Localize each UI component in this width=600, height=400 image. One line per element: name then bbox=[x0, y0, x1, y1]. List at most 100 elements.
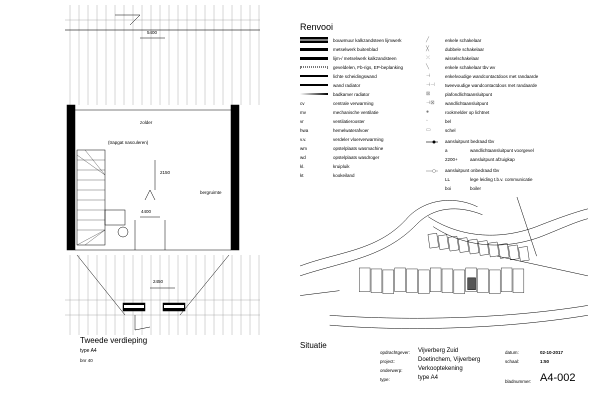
bladnummer-label: bladnummer: bbox=[505, 379, 532, 384]
legend-onbedraad-text: boiler bbox=[470, 186, 482, 191]
legend-text: enkele schakelaar bbox=[445, 38, 482, 43]
project-value: Doetinchem, Vijverberg bbox=[418, 357, 481, 363]
legend-text: kruipluik bbox=[333, 164, 350, 169]
legend-swatch bbox=[300, 66, 328, 68]
house-block bbox=[437, 234, 449, 250]
legend-item: vr ventilatierooster bbox=[300, 118, 365, 125]
onderwerp-value: Verkooptekening bbox=[418, 366, 463, 372]
legend-title: Renvooi bbox=[300, 22, 334, 32]
house-block bbox=[477, 268, 489, 293]
legend-text: metselwerk buitenblad bbox=[333, 47, 378, 52]
legend-item: ⤫wisselschakelaar bbox=[424, 55, 479, 62]
legend-text: geveldelen, Fb-rigs, EP-beplanking bbox=[333, 65, 404, 70]
onderwerp-label: onderwerp: bbox=[380, 368, 403, 373]
legend-text: badkamer radiator bbox=[333, 92, 370, 97]
house-block bbox=[467, 238, 480, 255]
legend-code: cv bbox=[300, 101, 305, 106]
legend-text: kookeiland bbox=[333, 173, 355, 178]
house-block bbox=[500, 267, 513, 292]
electrical-symbol-icon: ╳ bbox=[426, 46, 430, 52]
situation-map bbox=[299, 197, 588, 329]
legend-text: plafondlichtaansluitpunt bbox=[445, 92, 493, 97]
legend-code: mv bbox=[300, 110, 306, 115]
legend-text: wandlichtaansluitpunt bbox=[445, 101, 489, 106]
legend-onbedraad-title: aansluitpunt onbedraad tbv bbox=[445, 168, 500, 173]
house-block bbox=[478, 240, 490, 256]
legend-swatch bbox=[300, 75, 328, 77]
legend-code: v.v. bbox=[300, 137, 307, 142]
electrical-symbol-icon: ⊣⊣ bbox=[426, 82, 435, 88]
schaal-value: 1:50 bbox=[540, 359, 550, 364]
bladnummer-value: A4-002 bbox=[540, 372, 576, 384]
legend-item: kt kookeiland bbox=[300, 172, 355, 179]
legend-swatch bbox=[300, 37, 328, 43]
legend-text: lichte scheidingswand bbox=[333, 74, 377, 79]
legend-item: ╳ dubbele schakelaar bbox=[424, 46, 484, 53]
legend-text: verdeler vloerverwarming bbox=[333, 137, 384, 142]
legend-item: ●rookmelder op lichtnet bbox=[424, 109, 489, 116]
legend-item: lijm-/ metselwerk kalkzandsteen bbox=[300, 55, 397, 62]
house-block bbox=[418, 269, 430, 294]
legend-onbedraad-code: boi bbox=[445, 186, 452, 191]
opdrachtgever-label: opdrachtgever: bbox=[380, 350, 411, 355]
legend-code: kt bbox=[300, 173, 304, 178]
schaal-label: schaal: bbox=[505, 359, 520, 364]
datum-value: 02-10-2017 bbox=[540, 350, 564, 355]
legend-text: tweevoudige wandcontactdoos met randaard… bbox=[445, 83, 538, 88]
legend-bedraad-title: aansluitpunt bedraad tbv bbox=[445, 139, 495, 144]
legend-text: lijm-/ metselwerk kalkzandsteen bbox=[333, 56, 397, 61]
legend-onbedraad-code: LL bbox=[445, 177, 451, 182]
legend-item: ◦bel bbox=[424, 118, 451, 125]
room-side-label: bergruimte bbox=[200, 190, 222, 195]
connection-point-icon bbox=[426, 140, 438, 173]
legend-code: vr bbox=[300, 119, 304, 124]
house-block bbox=[382, 269, 394, 294]
legend-bedraad-code: a bbox=[445, 148, 448, 153]
legend-code: hwa bbox=[300, 128, 309, 133]
legend-item: wand radiator bbox=[300, 82, 360, 89]
house-block bbox=[394, 267, 406, 292]
legend-text: schel bbox=[445, 128, 456, 133]
legend-text: bouwmuur kalkzandsteen lijmwerk bbox=[333, 38, 402, 43]
legend-text: dubbele schakelaar bbox=[445, 47, 485, 52]
opdrachtgever-value: Vijverberg Zuid bbox=[418, 348, 459, 354]
legend-item: geveldelen, Fb-rigs, EP-beplanking bbox=[300, 64, 403, 71]
house-block bbox=[508, 244, 520, 261]
legend-text: enkele schakelaar tbv wv bbox=[445, 65, 496, 70]
floorplan-type: type A4 bbox=[80, 348, 97, 354]
house-block bbox=[512, 268, 525, 293]
legend-item: ⊣enkelvoudige wandcontactdoos met randaa… bbox=[424, 73, 538, 80]
legend-text: enkelvoudige wandcontactdoos met randaar… bbox=[445, 74, 539, 79]
legend-text: centrale verwarming bbox=[333, 101, 374, 106]
electrical-symbol-icon: ● bbox=[426, 109, 430, 115]
house-block bbox=[406, 268, 418, 293]
dim-bottom: 2450 bbox=[153, 279, 164, 284]
house-block bbox=[430, 267, 442, 292]
electrical-symbol-icon: ╲ bbox=[426, 64, 430, 70]
legend-code: wm bbox=[300, 146, 307, 151]
legend-item: lichte scheidingswand bbox=[300, 73, 377, 80]
house-block bbox=[453, 269, 465, 294]
legend-item: ▭schel bbox=[424, 127, 456, 134]
legend-code: wd bbox=[300, 155, 306, 160]
legend-text: mechanische ventilatie bbox=[333, 110, 379, 115]
legend-item: bouwmuur kalkzandsteen lijmwerk bbox=[300, 37, 402, 44]
legend-text: bel bbox=[445, 119, 452, 124]
electrical-symbol-icon: ⤫ bbox=[426, 55, 431, 61]
legend-item: ⊣⊠wandlichtaansluitpunt bbox=[424, 100, 488, 107]
legend-onbedraad-text: lege leiding t.b.v. communicatie bbox=[470, 177, 533, 182]
legend-item: ⊠plafondlichtaansluitpunt bbox=[424, 91, 492, 98]
legend-text: ventilatierooster bbox=[333, 119, 365, 124]
room-label: zolder bbox=[140, 120, 153, 125]
house-block bbox=[465, 267, 477, 292]
house-block bbox=[498, 243, 510, 259]
legend-swatch bbox=[300, 84, 328, 86]
legend-item: v.v. verdeler vloerverwarming bbox=[300, 136, 384, 143]
dim-top: 5400 bbox=[147, 30, 158, 35]
project-label: project: bbox=[380, 359, 395, 364]
legend-bedraad-code: 2200+ bbox=[445, 157, 458, 162]
legend-text: wand radiator bbox=[333, 83, 361, 88]
type-value: type A4 bbox=[418, 375, 439, 381]
